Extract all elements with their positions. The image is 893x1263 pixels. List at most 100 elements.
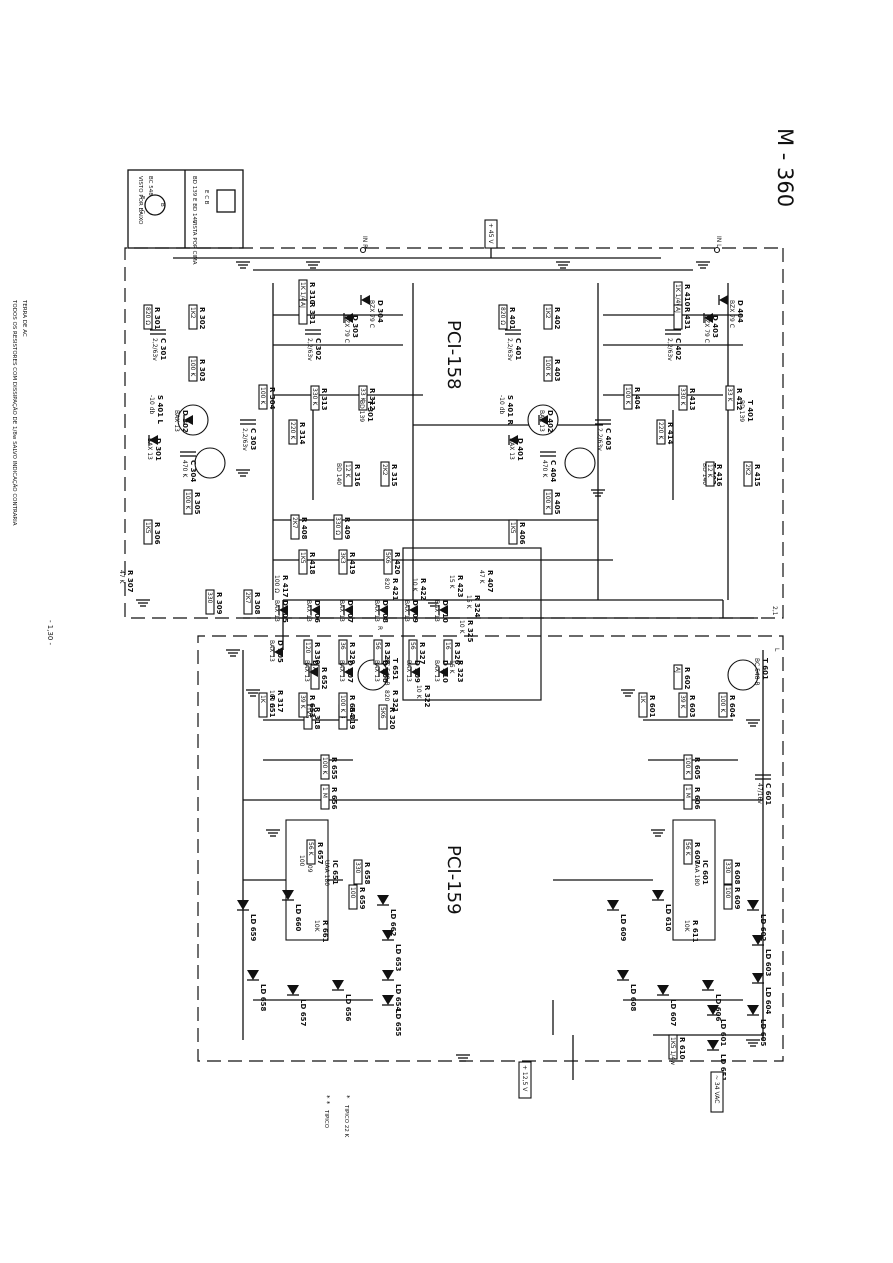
resistor-body-r314 <box>288 419 298 445</box>
led-ld660: LD 660 <box>282 890 302 931</box>
component-value: 10K <box>313 920 320 933</box>
component-ref: R 330 <box>313 642 321 665</box>
board-label-pci158: PCI-158 <box>443 320 464 390</box>
resistor-body-r305 <box>183 489 193 515</box>
resistor-body-r412 <box>725 385 735 411</box>
component-ref: R 418 <box>308 552 316 575</box>
component-value: 100 K <box>624 387 631 405</box>
component-value: BAX 13 <box>373 660 380 682</box>
component-value: 100 K <box>259 387 266 405</box>
component-value: BAX 13 <box>433 660 440 682</box>
resistor-body-r308 <box>243 589 253 615</box>
component-value: BAX 13 <box>338 600 345 622</box>
led-triangle <box>287 985 299 995</box>
resistor-body-r405 <box>543 489 553 515</box>
ground-symbol-1 <box>556 261 570 269</box>
component-ref: R 323 <box>456 660 464 683</box>
led-label: LD 607 <box>669 999 677 1026</box>
ground-symbol-13 <box>266 829 280 837</box>
resistor-body-r414 <box>656 419 666 445</box>
component-value: 1K5 <box>299 552 306 564</box>
led-triangle <box>657 985 669 995</box>
resistor-body-r415 <box>743 461 753 487</box>
component-ref: R 310 <box>308 282 316 305</box>
resistor-body-r605 <box>683 754 693 780</box>
component-value: 36 <box>339 642 346 650</box>
led-ld605: LD 605 <box>747 1005 767 1046</box>
component-value: 100 K <box>719 695 726 713</box>
component-value: 100 <box>724 887 731 899</box>
component-value: 16 <box>444 642 451 650</box>
component-value: 2K2 <box>744 464 751 476</box>
resistor-body-r301 <box>143 304 153 330</box>
resistor-body-r657 <box>306 839 316 865</box>
component-value: 1K2 <box>544 307 551 319</box>
led-label: LD 654 <box>394 984 402 1011</box>
component-value: 10 K <box>415 685 422 700</box>
component-value: 100 K <box>321 757 328 775</box>
component-ref: R 324 <box>473 595 481 618</box>
component-ref: R 328 <box>383 642 391 665</box>
component-value: BZX 79 C <box>343 315 350 343</box>
ground-layer <box>136 261 760 1062</box>
diode-glyph-8 <box>379 667 388 677</box>
component-ref: R 410 <box>683 284 691 307</box>
resistor-body-r328 <box>373 639 383 665</box>
component-value: 470 K <box>541 460 548 478</box>
component-value: 220 K <box>289 422 296 440</box>
component-ref: R 415 <box>753 464 761 487</box>
component-ref: R 314 <box>298 422 306 445</box>
resistor-body-r306 <box>143 519 153 545</box>
component-ref: R 601 <box>648 695 656 718</box>
component-value: 100 K <box>544 359 551 377</box>
component-ref: R 602 <box>683 667 691 690</box>
resistor-body-r330 <box>303 639 313 665</box>
component-value: 12 K <box>344 464 351 479</box>
component-ref: R 604 <box>728 695 736 718</box>
t601-symbol <box>727 659 759 691</box>
led-label: LD 602 <box>759 914 767 941</box>
component-value: 2K7 <box>244 592 251 604</box>
component-ref: R 407 <box>486 570 494 593</box>
component-value: BZX 79 C <box>368 300 375 328</box>
component-value: 1K 1/4w <box>674 284 681 308</box>
component-value: 56 K <box>684 842 691 857</box>
component-value: BAX 13 <box>373 600 380 622</box>
supply-34vac-box <box>710 1071 724 1113</box>
led-ld602: LD 602 <box>747 900 767 941</box>
terminal-in-r: IN R <box>361 236 368 248</box>
component-value: 2,2/63v <box>241 428 248 451</box>
component-value: 33 K <box>726 388 733 403</box>
component-value: AJ <box>674 307 681 313</box>
led-label: LD 657 <box>299 999 307 1026</box>
component-value: -10 db <box>148 395 155 415</box>
component-value: 33 K <box>359 388 366 403</box>
component-ref: R 431 <box>683 307 691 330</box>
component-ref: D 403 <box>711 315 719 338</box>
resistor-body-r416 <box>705 461 715 487</box>
component-value: BAX 13 <box>338 660 345 682</box>
